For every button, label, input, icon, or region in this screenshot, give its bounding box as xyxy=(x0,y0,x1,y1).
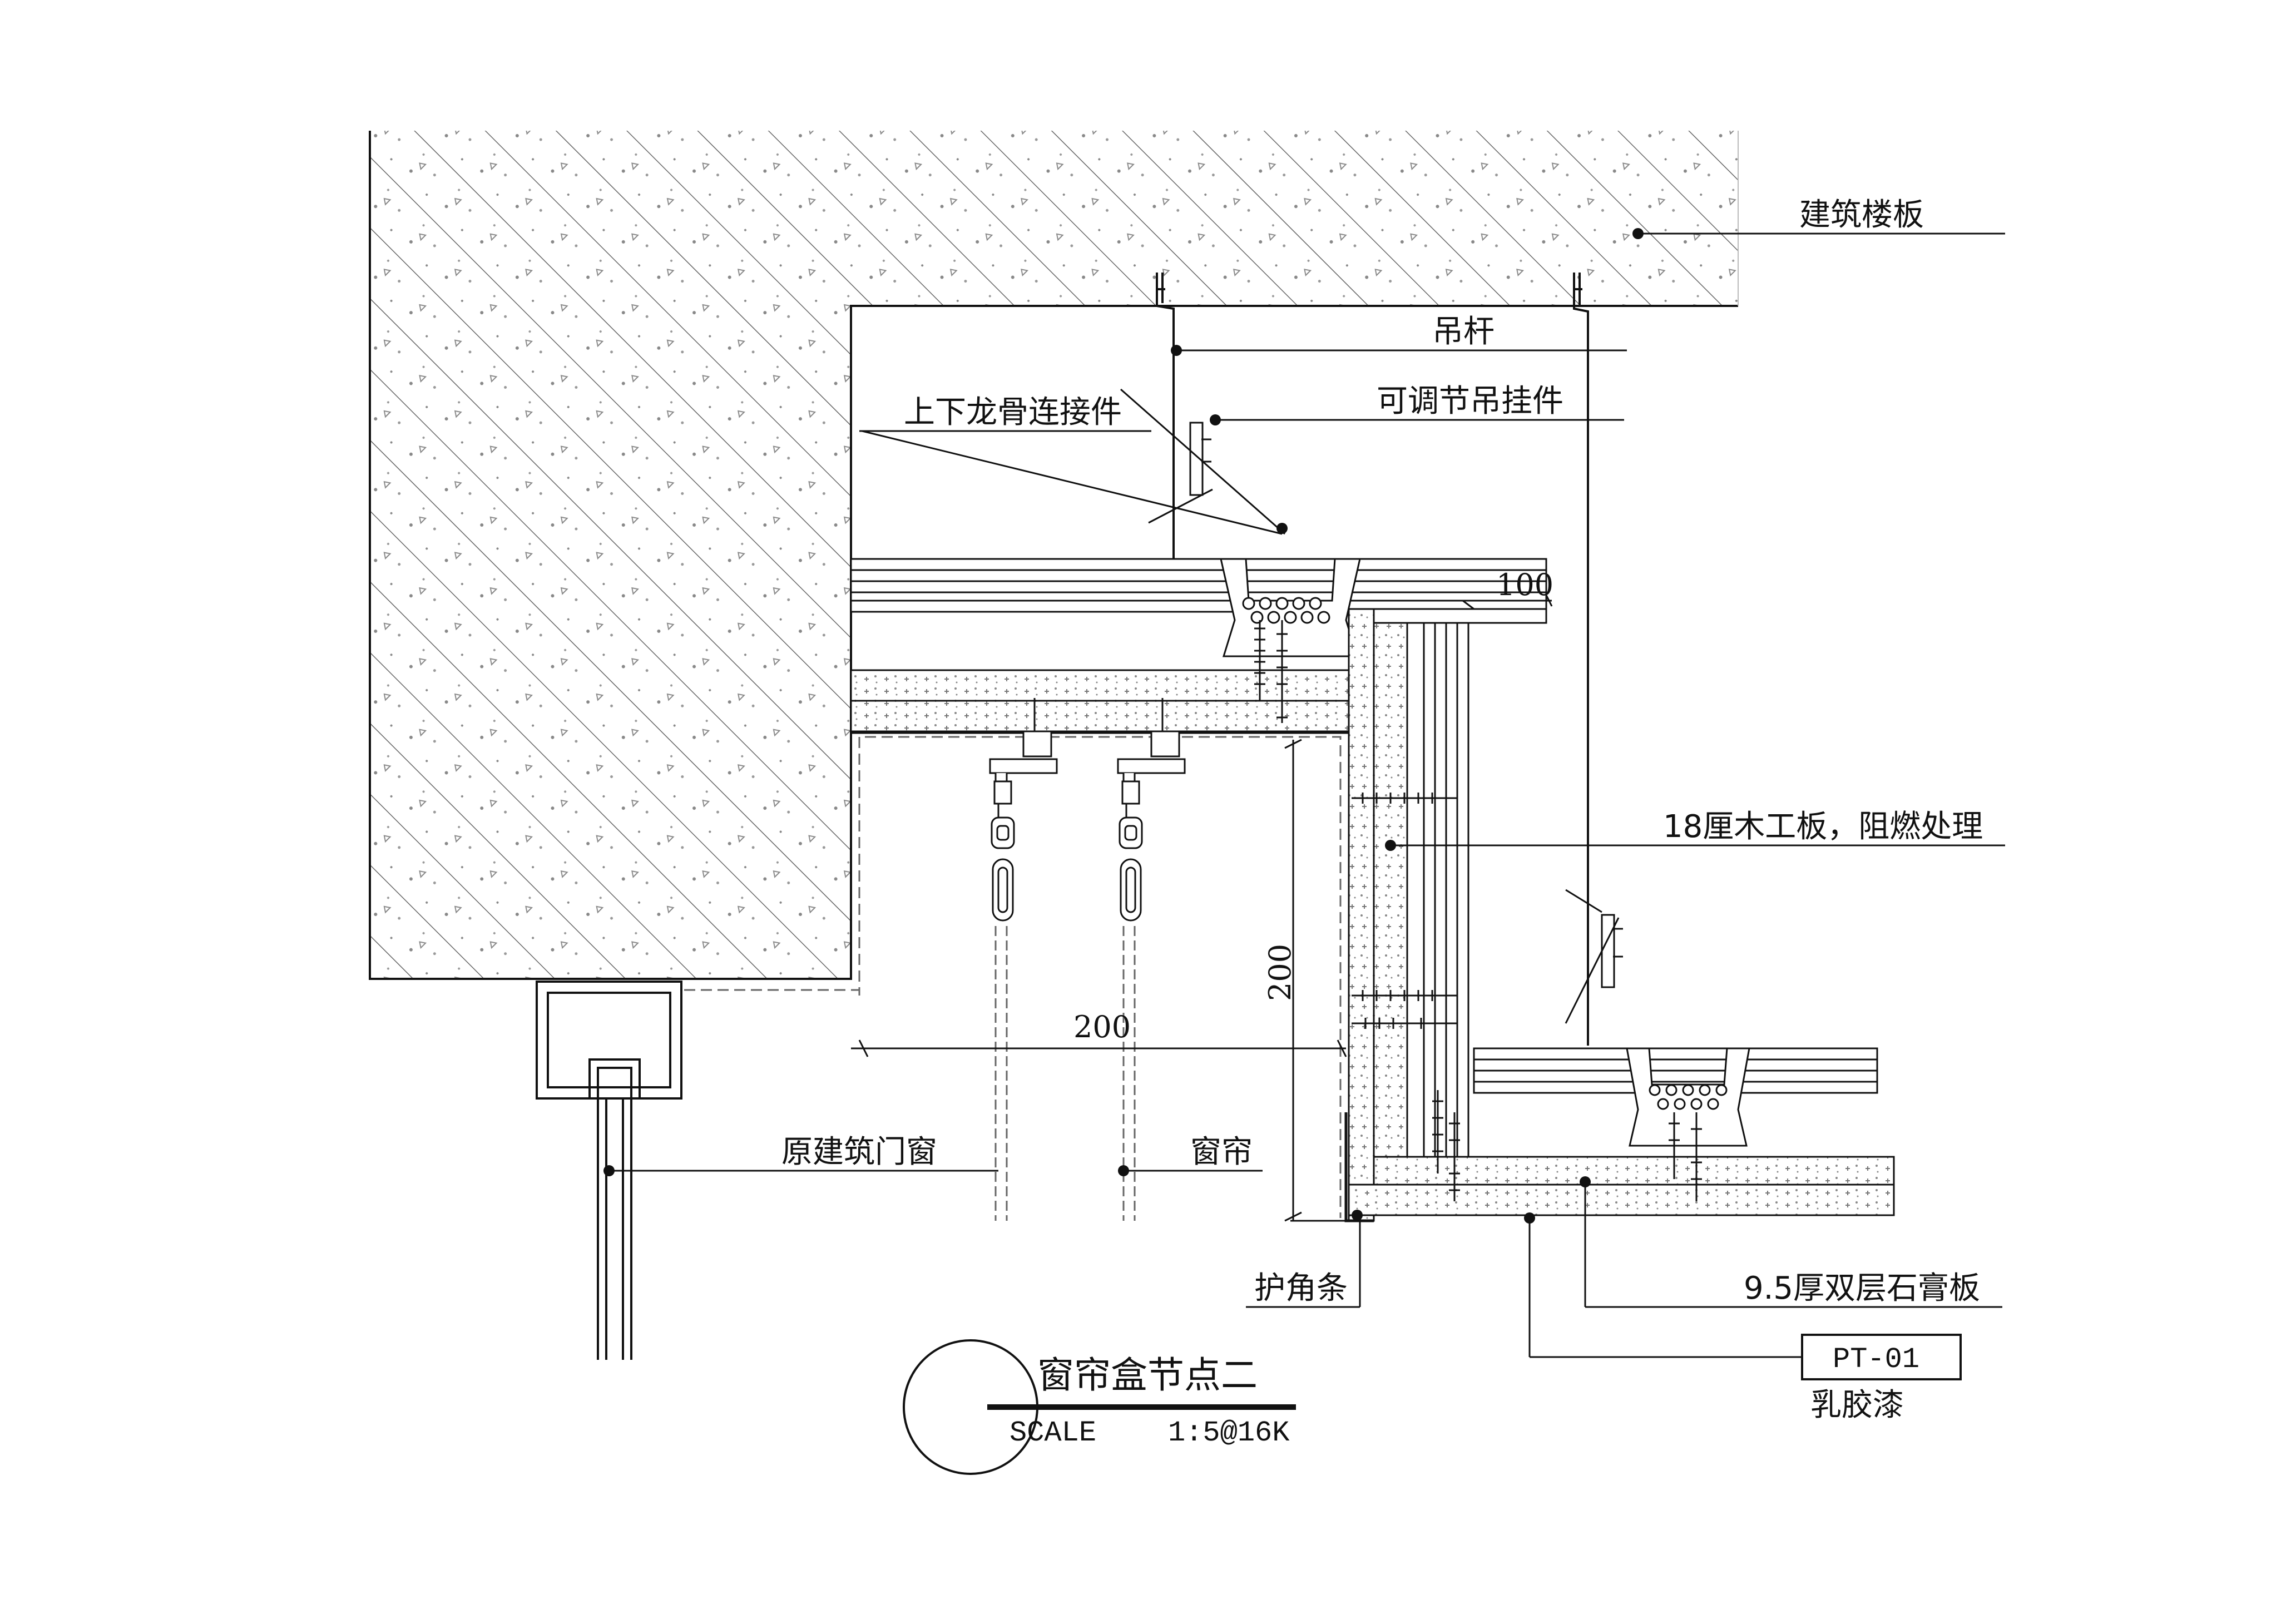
vertical-boards xyxy=(1348,608,1547,1222)
label-paint-name: 乳胶漆 xyxy=(1810,1387,1904,1423)
dimension-offset: 100 xyxy=(1496,567,1553,602)
label-paint-code: PT-01 xyxy=(1833,1343,1919,1376)
upper-ceiling-keel xyxy=(850,558,1547,657)
paint-code-box xyxy=(1801,1334,1962,1380)
label-original-window: 原建筑门窗 xyxy=(781,1134,937,1170)
screws xyxy=(1254,620,1702,1201)
dimension-depth: 200 xyxy=(1073,1009,1131,1044)
leader-lines xyxy=(609,232,2005,1358)
label-gypsum-board: 9.5厚双层石膏板 xyxy=(1744,1270,1980,1306)
drawing-title: 窗帘盒节点二 xyxy=(1037,1354,1258,1397)
leader-dots xyxy=(603,228,1644,1224)
scale-label: SCALE xyxy=(1010,1417,1096,1449)
label-corner-bead: 护角条 xyxy=(1254,1270,1348,1306)
label-adjustable-hanger: 可调节吊挂件 xyxy=(1377,383,1563,419)
dimension-height: 200 xyxy=(1263,944,1298,1001)
dimension-lines xyxy=(851,595,1553,1222)
lower-gypsum-boards xyxy=(1348,1156,1895,1216)
scale-value: 1:5@16K xyxy=(1168,1417,1290,1449)
building-slab-and-wall xyxy=(369,131,1739,980)
label-curtain: 窗帘 xyxy=(1190,1134,1253,1170)
top-boards xyxy=(850,669,1375,734)
curtain-box-dashed-outline xyxy=(684,736,1342,1218)
curtain-tracks xyxy=(989,698,1186,922)
label-hanger-rod: 吊杆 xyxy=(1432,314,1495,350)
adjustable-hangers xyxy=(1120,388,1623,1024)
lower-ceiling-keel xyxy=(1473,1047,1878,1147)
label-floor-slab: 建筑楼板 xyxy=(1799,197,1924,233)
title-marker xyxy=(903,1339,1296,1475)
original-window-frame xyxy=(536,981,682,1360)
curtains xyxy=(994,926,1136,1221)
hanger-rods xyxy=(1156,273,1589,1046)
label-plywood: 18厘木工板，阻燃处理 xyxy=(1663,809,1983,845)
label-keel-connector: 上下龙骨连接件 xyxy=(904,394,1122,430)
